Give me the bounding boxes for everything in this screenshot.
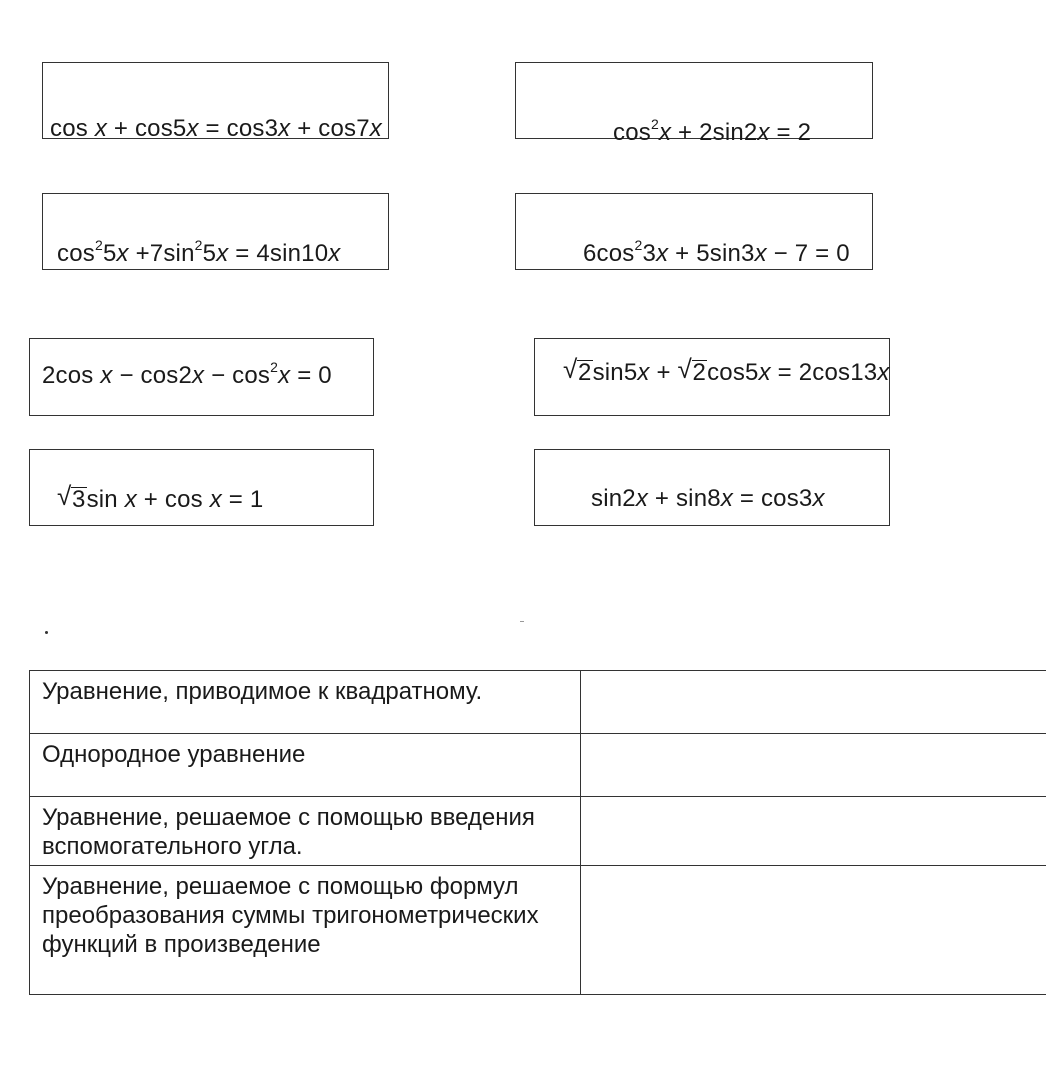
row-label: Уравнение, решаемое с помощью формул пре… bbox=[29, 865, 581, 995]
row-label: Уравнение, решаемое с помощью введения в… bbox=[29, 796, 581, 866]
equation-box-2 bbox=[515, 62, 873, 139]
answer-cell[interactable] bbox=[579, 865, 1046, 995]
sqrt-symbol: √2 bbox=[677, 354, 708, 386]
table-row: Уравнение, приводимое к квадратному. bbox=[29, 670, 1046, 734]
row-label: Уравнение, приводимое к квадратному. bbox=[29, 670, 581, 734]
equation-5: 2cos x − cos2x − cos2x = 0 bbox=[42, 359, 332, 389]
separator-dot bbox=[45, 631, 48, 634]
equation-box-7 bbox=[29, 449, 374, 526]
equation-7: √3sin x + cos x = 1 bbox=[57, 481, 264, 513]
equation-8: sin2x + sin8x = cos3x bbox=[591, 485, 825, 512]
stray-mark bbox=[520, 621, 524, 622]
equation-6: √2sin5x + √2cos5x = 2cos13x bbox=[563, 354, 890, 386]
equation-box-8 bbox=[534, 449, 890, 526]
equation-1: cos x + cos5x = cos3x + cos7x bbox=[50, 115, 382, 142]
equation-box-4 bbox=[515, 193, 873, 270]
equation-box-1 bbox=[42, 62, 389, 139]
row-label: Однородное уравнение bbox=[29, 733, 581, 797]
equation-2: cos2x + 2sin2x = 2 bbox=[613, 116, 812, 146]
classification-table: Уравнение, приводимое к квадратному. Одн… bbox=[29, 670, 1046, 995]
answer-cell[interactable] bbox=[579, 733, 1046, 797]
table-row: Однородное уравнение bbox=[29, 733, 1046, 797]
equation-box-5 bbox=[29, 338, 374, 416]
equation-3: cos25x +7sin25x = 4sin10x bbox=[57, 237, 341, 267]
sqrt-symbol: √3 bbox=[57, 481, 87, 513]
equation-4: 6cos23x + 5sin3x − 7 = 0 bbox=[583, 237, 850, 267]
answer-cell[interactable] bbox=[579, 796, 1046, 866]
table-row: Уравнение, решаемое с помощью формул пре… bbox=[29, 865, 1046, 995]
equation-box-6 bbox=[534, 338, 890, 416]
sqrt-symbol: √2 bbox=[563, 354, 593, 386]
table-row: Уравнение, решаемое с помощью введения в… bbox=[29, 796, 1046, 866]
answer-cell[interactable] bbox=[579, 670, 1046, 734]
equation-box-3 bbox=[42, 193, 389, 270]
